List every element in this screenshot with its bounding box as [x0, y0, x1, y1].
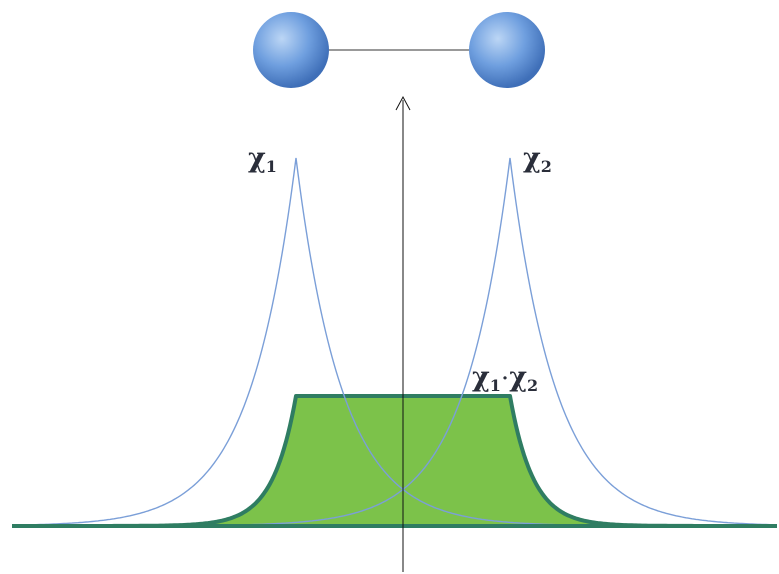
atom-right	[469, 12, 545, 88]
axis-arrow-icon	[395, 95, 411, 111]
atom-left	[253, 12, 329, 88]
chi1-label: χ1	[248, 143, 277, 176]
chi2-label: χ2	[523, 143, 552, 176]
product-overlap-area	[12, 394, 777, 528]
product-label: χ1·χ2	[472, 362, 539, 395]
